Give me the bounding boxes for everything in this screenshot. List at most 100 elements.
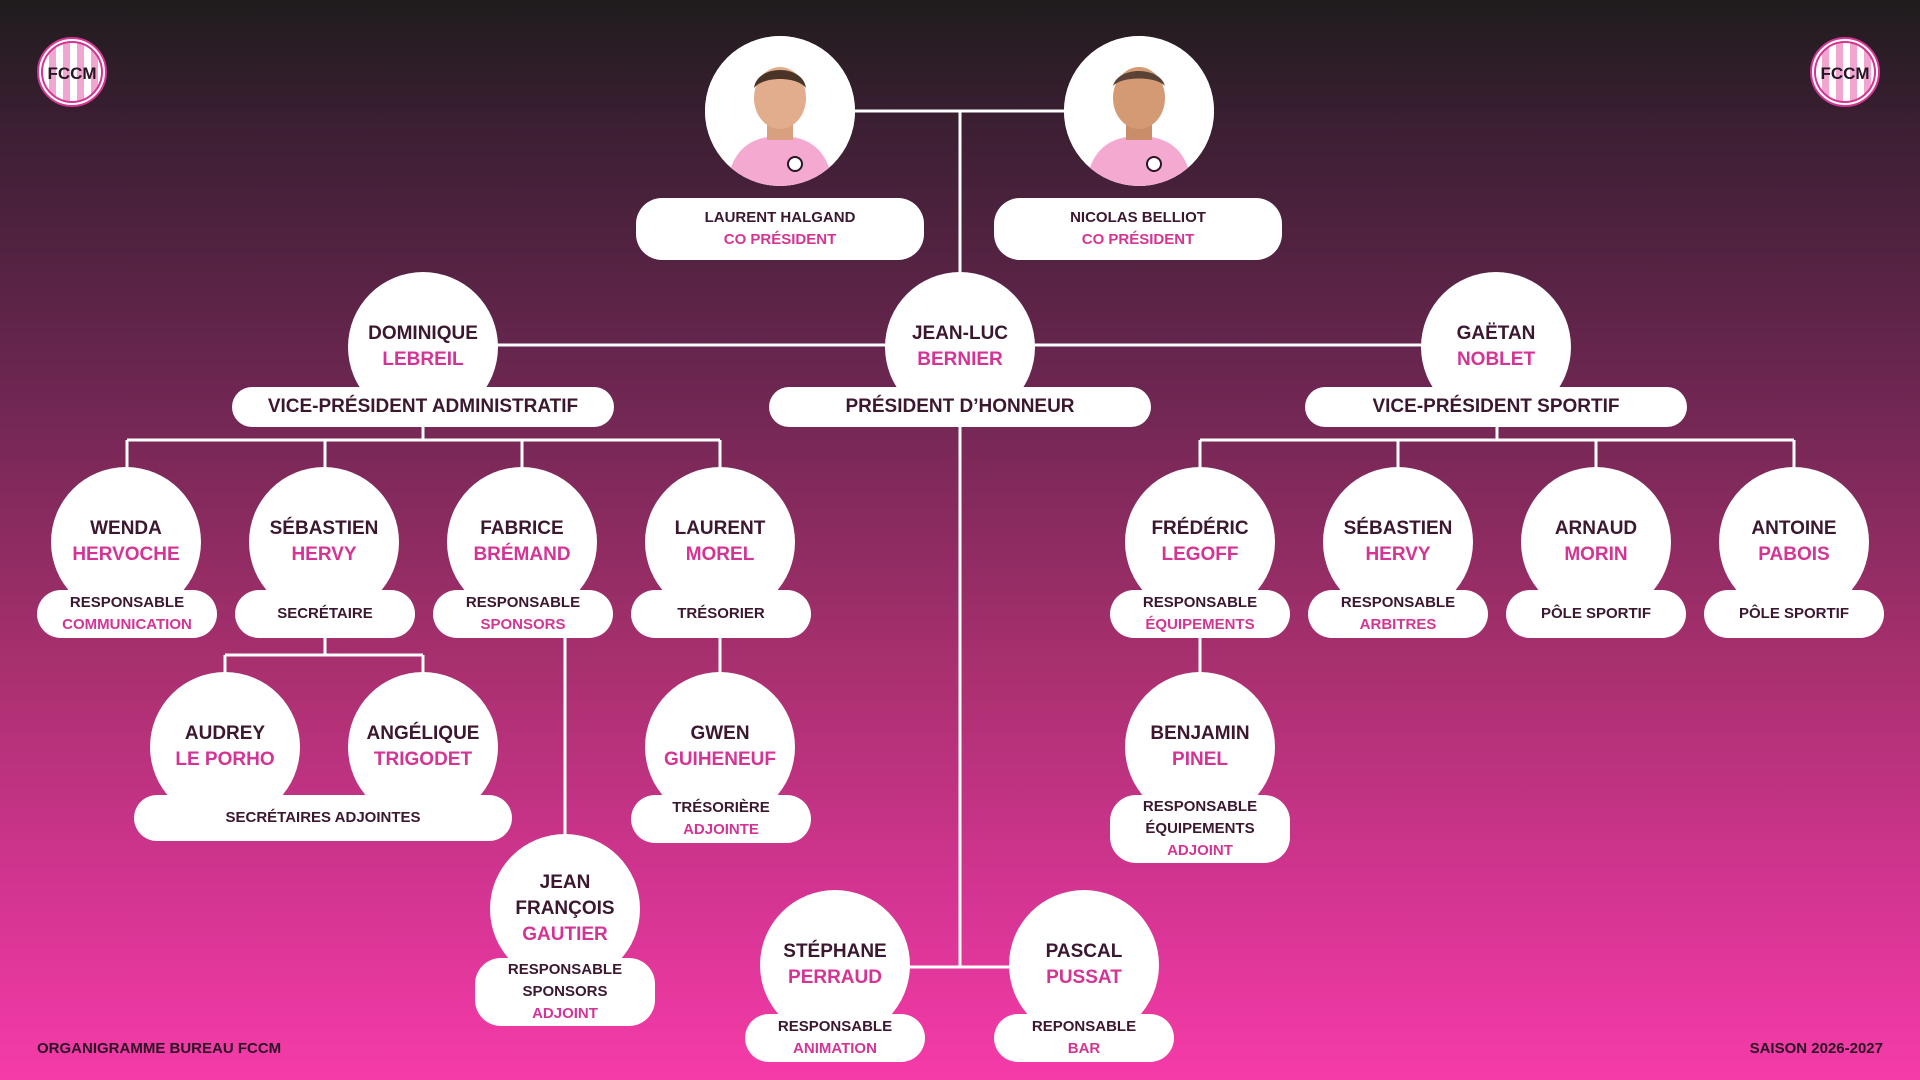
middle-name: FRANÇOIS — [515, 898, 615, 919]
role-card: PÔLE SPORTIF — [1704, 590, 1884, 638]
role-text: ÉQUIPEMENTS — [1145, 616, 1255, 633]
person-role: CO PRÉSIDENT — [1081, 231, 1195, 248]
role-card: RESPONSABLE ARBITRES — [1308, 590, 1488, 638]
person-name: LAURENT HALGAND — [704, 209, 856, 226]
role-text: ADJOINT — [1167, 842, 1233, 859]
last-name: MORIN — [1564, 544, 1628, 565]
person-name: NICOLAS BELLIOT — [1070, 209, 1206, 226]
role-text: RESPONSABLE — [1142, 594, 1258, 611]
role-card: RESPONSABLE ÉQUIPEMENTS ADJOINT — [1110, 795, 1290, 863]
last-name: BERNIER — [917, 349, 1003, 370]
co-president-card: LAURENT HALGAND CO PRÉSIDENT — [636, 198, 924, 260]
role-card: TRÉSORIÈRE ADJOINTE — [631, 795, 811, 843]
first-name: ANTOINE — [1751, 518, 1837, 539]
first-name: ARNAUD — [1554, 518, 1638, 539]
last-name: HERVY — [291, 544, 357, 565]
role-card: REPONSABLE BAR — [994, 1014, 1174, 1062]
footer-title: ORGANIGRAMME BUREAU FCCM — [37, 1040, 282, 1057]
role-text: PRÉSIDENT D’HONNEUR — [845, 396, 1075, 417]
role-text: RESPONSABLE — [69, 594, 185, 611]
last-name: GAUTIER — [522, 924, 608, 945]
role-text: BAR — [1067, 1040, 1101, 1057]
last-name: PUSSAT — [1046, 967, 1122, 988]
role-vp-sport: VICE-PRÉSIDENT SPORTIF — [1305, 387, 1687, 427]
role-card: RESPONSABLE SPONSORS ADJOINT — [475, 958, 655, 1026]
svg-text:FCCM: FCCM — [47, 64, 96, 83]
first-name: LAURENT — [674, 518, 766, 539]
role-text: REPONSABLE — [1031, 1018, 1137, 1035]
role-text: ARBITRES — [1359, 616, 1437, 633]
role-text: VICE-PRÉSIDENT SPORTIF — [1372, 396, 1620, 417]
role-card: RESPONSABLE ANIMATION — [745, 1014, 925, 1062]
last-name: BRÉMAND — [473, 544, 571, 565]
last-name: TRIGODET — [373, 749, 473, 770]
first-name: SÉBASTIEN — [1343, 518, 1453, 539]
role-text: RESPONSABLE — [1142, 798, 1258, 815]
club-logo-left: FCCM — [37, 37, 107, 107]
last-name: NOBLET — [1456, 349, 1536, 370]
role-card: RESPONSABLE COMMUNICATION — [37, 590, 217, 638]
role-text: ADJOINT — [532, 1005, 598, 1022]
role-vp-admin: VICE-PRÉSIDENT ADMINISTRATIF — [232, 387, 614, 427]
role-text: SECRÉTAIRES ADJOINTES — [225, 809, 421, 826]
role-text: COMMUNICATION — [62, 616, 192, 633]
last-name: LEBREIL — [382, 349, 464, 370]
role-card: RESPONSABLE SPONSORS — [433, 590, 613, 638]
first-name: FRÉDÉRIC — [1151, 518, 1249, 539]
role-card: PÔLE SPORTIF — [1506, 590, 1686, 638]
role-text: RESPONSABLE — [507, 961, 623, 978]
role-text: VICE-PRÉSIDENT ADMINISTRATIF — [267, 396, 579, 417]
person-portrait-icon — [705, 36, 855, 186]
co-president-card: NICOLAS BELLIOT CO PRÉSIDENT — [994, 198, 1282, 260]
role-text: ÉQUIPEMENTS — [1145, 820, 1255, 837]
role-text: SPONSORS — [480, 616, 566, 633]
role-text: SECRÉTAIRE — [277, 605, 373, 622]
club-logo-icon: FCCM — [1814, 41, 1876, 103]
footer-season: SAISON 2026-2027 — [1749, 1040, 1883, 1057]
first-name: JEAN-LUC — [911, 323, 1009, 344]
role-text: PÔLE SPORTIF — [1540, 605, 1651, 622]
first-name: PASCAL — [1045, 941, 1123, 962]
role-card: SECRÉTAIRES ADJOINTES — [134, 795, 512, 841]
last-name: PERRAUD — [788, 967, 882, 988]
club-logo-icon: FCCM — [41, 41, 103, 103]
person-role: CO PRÉSIDENT — [723, 231, 837, 248]
photo-laurent-halgand — [705, 36, 855, 186]
last-name: LEGOFF — [1161, 544, 1239, 565]
role-text: PÔLE SPORTIF — [1738, 605, 1849, 622]
last-name: MOREL — [685, 544, 755, 565]
role-card: RESPONSABLE ÉQUIPEMENTS — [1110, 590, 1290, 638]
first-name: STÉPHANE — [783, 941, 887, 962]
role-card: SECRÉTAIRE — [235, 590, 415, 638]
role-card: TRÉSORIER — [631, 590, 811, 638]
last-name: LE PORHO — [175, 749, 275, 770]
person-portrait-icon — [1064, 36, 1214, 186]
role-text: SPONSORS — [522, 983, 608, 1000]
first-name: JEAN — [539, 872, 591, 893]
first-name: ANGÉLIQUE — [366, 723, 480, 744]
last-name: PINEL — [1172, 749, 1228, 770]
first-name: AUDREY — [184, 723, 266, 744]
photo-nicolas-belliot — [1064, 36, 1214, 186]
last-name: GUIHENEUF — [664, 749, 776, 770]
first-name: GAËTAN — [1456, 323, 1536, 344]
role-text: ANIMATION — [793, 1040, 877, 1057]
role-text: TRÉSORIÈRE — [672, 799, 770, 816]
role-honorary-president: PRÉSIDENT D’HONNEUR — [769, 387, 1151, 427]
role-text: TRÉSORIER — [677, 605, 765, 622]
role-text: RESPONSABLE — [777, 1018, 893, 1035]
first-name: BENJAMIN — [1150, 723, 1250, 744]
role-text: RESPONSABLE — [1340, 594, 1456, 611]
first-name: FABRICE — [480, 518, 564, 539]
first-name: WENDA — [90, 518, 162, 539]
last-name: HERVY — [1365, 544, 1431, 565]
first-name: DOMINIQUE — [368, 323, 478, 344]
first-name: GWEN — [690, 723, 750, 744]
last-name: HERVOCHE — [72, 544, 180, 565]
role-text: ADJOINTE — [683, 821, 759, 838]
first-name: SÉBASTIEN — [269, 518, 379, 539]
svg-text:FCCM: FCCM — [1820, 64, 1869, 83]
role-text: RESPONSABLE — [465, 594, 581, 611]
last-name: PABOIS — [1758, 544, 1830, 565]
club-logo-right: FCCM — [1810, 37, 1880, 107]
